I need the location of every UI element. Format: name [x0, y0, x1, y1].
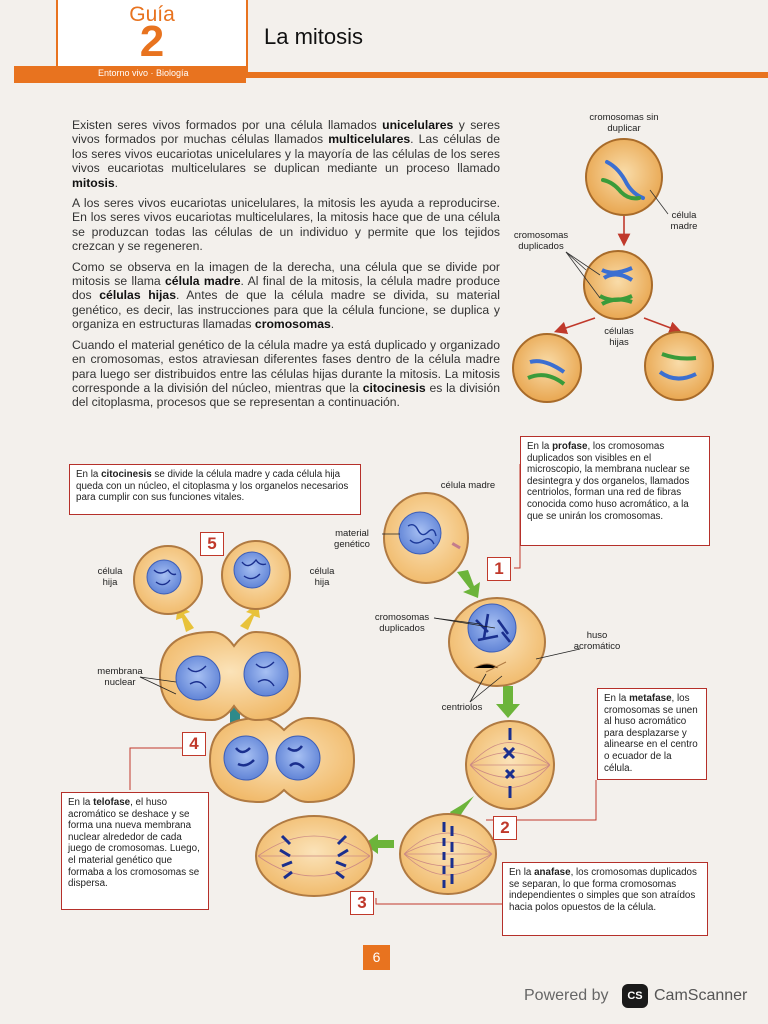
stage-cells	[133, 492, 555, 897]
camscanner-logo-icon: CS	[622, 984, 648, 1008]
subject-band: Entorno vivo · Biología	[14, 66, 246, 83]
intro-paragraph: A los seres vivos eucariotas unicelulare…	[72, 196, 500, 254]
duplicated-cell	[583, 250, 653, 320]
step-number-4: 4	[182, 732, 206, 756]
cycle-label-daughter-left: célula hija	[97, 566, 123, 588]
intro-text: Existen seres vivos formados por una cél…	[72, 118, 500, 416]
cycle-label-centrioles: centriolos	[441, 702, 483, 713]
small-mitosis-diagram	[512, 138, 714, 403]
cycle-label-daughter-right: célula hija	[309, 566, 335, 588]
anaphase-box: En la anafase, los cromosomas duplicados…	[502, 862, 708, 936]
guide-word: Guía	[129, 3, 175, 26]
subject-label: Entorno vivo · Biología	[98, 68, 189, 78]
cycle-label-duplicated: cromosomas duplicados	[374, 612, 430, 634]
cycle-label-spindle: huso acromático	[573, 630, 621, 652]
cycle-label-mother: célula madre	[440, 480, 496, 491]
intro-paragraph: Como se observa en la imagen de la derec…	[72, 259, 500, 332]
label-pointers	[139, 533, 581, 703]
label-mother: célula madre	[670, 210, 698, 232]
metaphase-box: En la metafase, los cromosomas se unen a…	[597, 688, 707, 780]
page-number: 6	[363, 945, 390, 970]
intro-paragraph: Existen seres vivos formados por una cél…	[72, 118, 501, 190]
cycle-label-genetic: material genético	[334, 528, 370, 550]
step-number-3: 3	[350, 891, 374, 915]
label-duplicated: cromosomas duplicados	[513, 230, 569, 252]
powered-by-text: Powered by	[524, 987, 609, 1004]
header-rule	[246, 72, 768, 78]
chromosome-green	[601, 178, 641, 201]
chromosome-blue	[605, 160, 645, 200]
camscanner-name: CamScanner	[654, 987, 748, 1004]
guide-badge: Guía 2	[56, 0, 248, 72]
daughter-cell-left	[512, 333, 582, 403]
telophase-box: En la telofase, el huso acromático se de…	[61, 792, 209, 910]
page-title: La mitosis	[264, 24, 364, 49]
cytokinesis-box: En la citocinesis se divide la célula ma…	[69, 464, 361, 515]
step-number-2: 2	[493, 816, 517, 840]
step-number-1: 1	[487, 557, 511, 581]
daughter-cell-right	[644, 331, 714, 401]
label-unduplicated: cromosomas sin duplicar	[589, 112, 659, 134]
prophase-box: En la profase, los cromosomas duplicados…	[520, 436, 710, 546]
intro-paragraph: Cuando el material genético de la célula…	[72, 337, 500, 410]
step-number-5: 5	[200, 532, 224, 556]
guide-number: 2	[139, 17, 165, 66]
cycle-label-membrane: membrana nuclear	[97, 666, 143, 688]
label-daughters: células hijas	[604, 326, 634, 348]
